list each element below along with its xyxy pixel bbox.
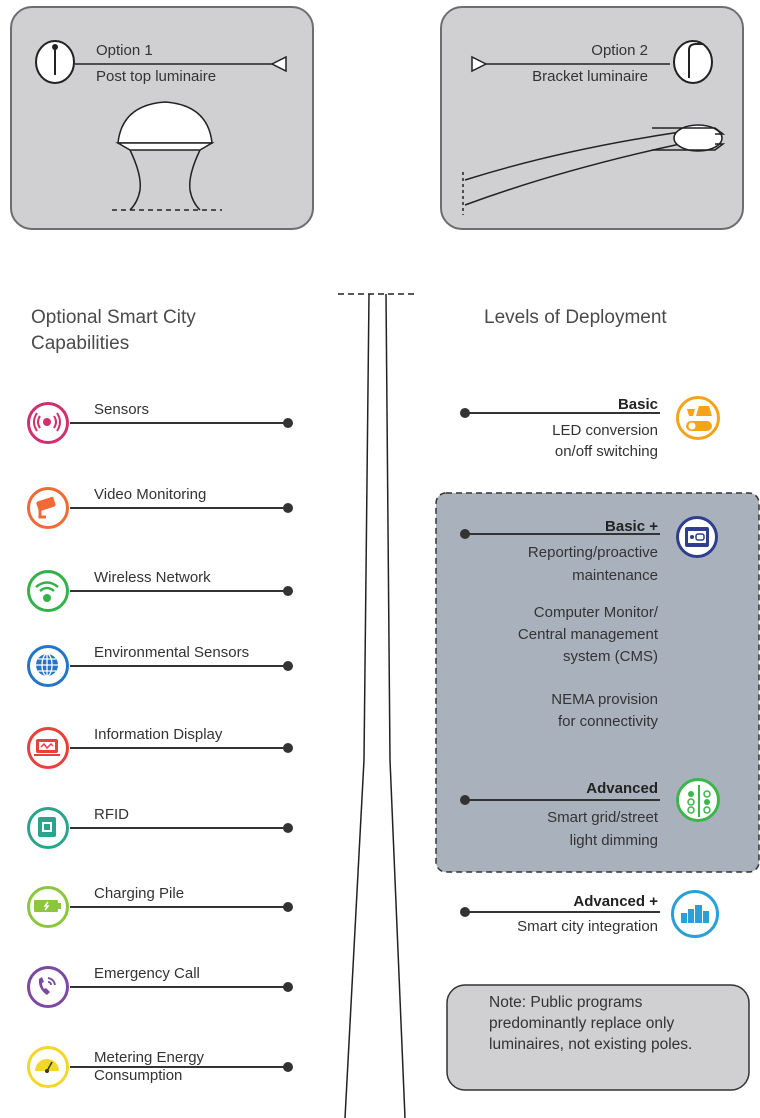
capability-dot — [283, 982, 293, 992]
level-basic-plus-title: Basic + — [605, 518, 658, 535]
city-chart-icon — [671, 890, 719, 938]
street-pole-icon — [338, 293, 418, 1118]
phone-icon — [27, 966, 69, 1008]
capability-label: Wireless Network — [94, 569, 211, 586]
level-advanced-plus-title: Advanced + — [573, 893, 658, 910]
bracket-symbol-icon — [673, 40, 713, 84]
capability-line — [70, 590, 288, 592]
bracket-luminaire-icon — [462, 124, 726, 215]
capability-dot — [283, 661, 293, 671]
option2-title: Option 2 — [591, 42, 648, 59]
grid-icon — [676, 778, 720, 822]
capability-label: Sensors — [94, 401, 150, 418]
level-basic-text: LED conversion on/off switching — [552, 422, 658, 460]
display-icon — [27, 727, 69, 769]
deployment-panel — [435, 492, 760, 873]
capability-dot — [283, 743, 293, 753]
capability-line — [70, 507, 288, 509]
camera-icon — [27, 487, 69, 529]
battery-icon — [27, 886, 69, 928]
option1-title: Option 1 — [96, 42, 153, 59]
globe-icon — [27, 645, 69, 687]
capability-label: Environmental Sensors — [94, 644, 250, 661]
capability-label: Charging Pile — [94, 885, 185, 902]
note-text: Note: Public programs predominantly repl… — [489, 994, 693, 1053]
capability-label: RFID — [94, 806, 129, 823]
capability-line — [70, 827, 288, 829]
capability-dot — [283, 586, 293, 596]
post-top-luminaire-icon — [112, 101, 222, 211]
capability-line — [70, 1066, 288, 1068]
nema-text: NEMA provision for connectivity — [551, 691, 658, 730]
level-basic-plus-text: Reporting/proactive maintenance — [527, 544, 658, 584]
level-basic-plus-line — [465, 533, 660, 535]
level-advanced-plus-text: Smart city integration — [517, 918, 658, 935]
capability-dot — [283, 503, 293, 513]
level-basic-line — [465, 412, 660, 414]
wifi-icon — [27, 570, 69, 612]
capability-line — [70, 422, 288, 424]
capability-line — [70, 986, 288, 988]
level-advanced-text: Smart grid/street light dimming — [547, 809, 658, 849]
arrow-left-icon — [270, 55, 287, 73]
level-advanced-line — [465, 799, 660, 801]
rfid-icon — [27, 807, 69, 849]
capability-label: Metering Energy Consumption — [94, 1049, 205, 1084]
capability-dot — [283, 823, 293, 833]
arrow-right-icon — [471, 55, 488, 73]
capability-label: Information Display — [94, 726, 223, 743]
capability-dot — [283, 902, 293, 912]
level-advanced-title: Advanced — [586, 780, 658, 797]
level-advanced-plus-line — [465, 911, 660, 913]
capability-line — [70, 747, 288, 749]
cms-text: Computer Monitor/ Central management sys… — [517, 604, 658, 665]
capability-dot — [283, 1062, 293, 1072]
capability-label: Video Monitoring — [94, 486, 207, 503]
capability-line — [70, 906, 288, 908]
lamp-switch-icon — [676, 396, 720, 440]
note-box — [446, 984, 750, 1091]
monitor-icon — [676, 516, 718, 558]
level-basic-title: Basic — [617, 396, 658, 413]
capabilities-heading: Optional Smart City Capabilities — [31, 307, 196, 354]
deployment-heading: Levels of Deployment — [484, 307, 667, 328]
sensors-icon — [27, 402, 69, 444]
post-top-symbol-icon — [35, 40, 75, 84]
capability-dot — [283, 418, 293, 428]
meter-icon — [27, 1046, 69, 1088]
capability-label: Emergency Call — [94, 965, 200, 982]
capability-line — [70, 665, 288, 667]
option1-subtitle: Post top luminaire — [96, 68, 217, 85]
option2-subtitle: Bracket luminaire — [532, 68, 648, 85]
